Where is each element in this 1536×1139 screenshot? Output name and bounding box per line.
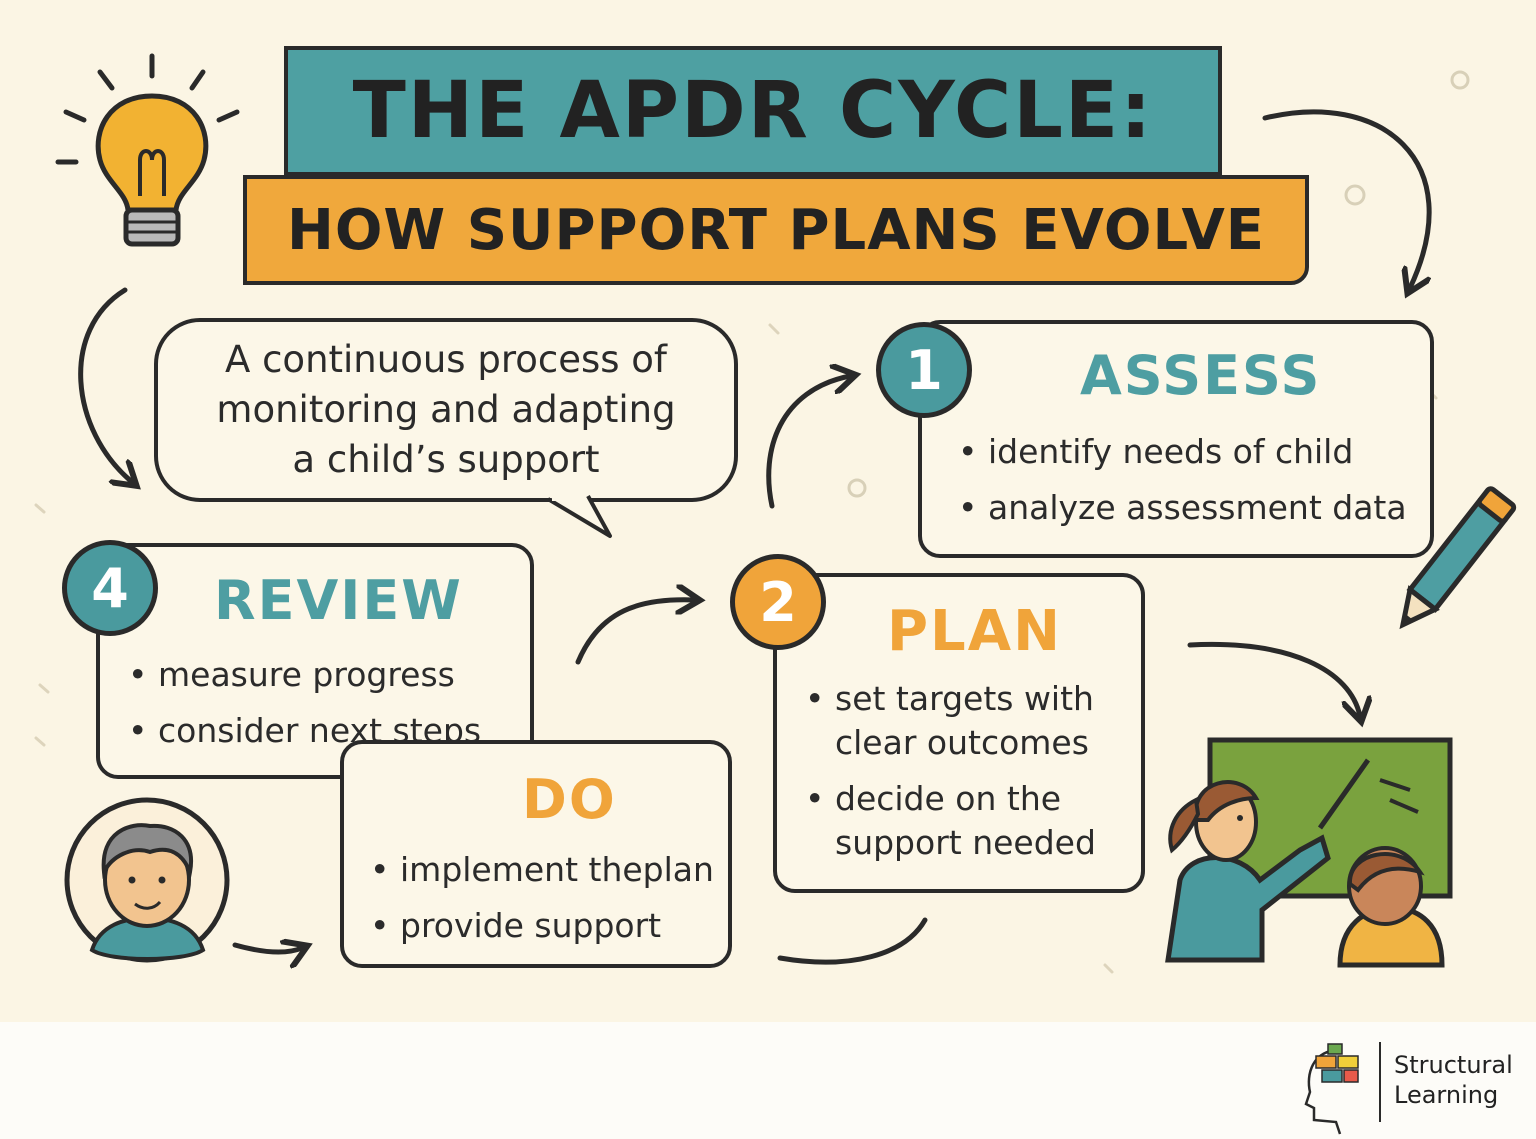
plan-heading: PLAN: [887, 599, 1062, 664]
step-number-1: 1: [876, 322, 972, 418]
plan-bullets: set targets with clear outcomes decide o…: [805, 677, 1125, 865]
brand-name: Structural Learning: [1394, 1050, 1513, 1110]
step-number-2: 2: [730, 554, 826, 650]
pencil-icon: [1399, 486, 1517, 630]
teacher-icon: [1165, 737, 1453, 968]
arrow-title-to-assess: [1262, 109, 1432, 288]
arrow-review-to-plan: [575, 600, 694, 665]
assess-card: ASSESS identify needs of child analyze a…: [918, 320, 1434, 558]
do-bullets: implement theplan provide support: [370, 842, 730, 954]
brand-line: Learning: [1394, 1081, 1499, 1109]
subtitle: HOW SUPPORT PLANS EVOLVE: [286, 197, 1266, 263]
footer: [0, 1022, 1536, 1139]
do-bullet: implement theplan: [370, 842, 730, 898]
intro-bubble: A continuous process of monitoring and a…: [154, 318, 738, 502]
assess-bullet: identify needs of child: [958, 424, 1428, 480]
review-card: REVIEW measure progress consider next st…: [96, 543, 534, 779]
review-heading: REVIEW: [214, 569, 463, 632]
arrow-bottom-curve: [777, 917, 928, 965]
title: THE APDR CYCLE:: [352, 66, 1154, 156]
student-icon: [64, 797, 230, 963]
step-number-4: 4: [62, 540, 158, 636]
plan-card: PLAN set targets with clear outcomes dec…: [773, 573, 1145, 893]
do-bullet: provide support: [370, 898, 730, 954]
arrow-left-down: [78, 287, 132, 482]
assess-heading: ASSESS: [1080, 344, 1322, 407]
plan-bullet: set targets with clear outcomes: [805, 677, 1125, 765]
do-heading: DO: [522, 768, 617, 831]
arrow-to-assess: [766, 376, 850, 509]
brand-line: Structural: [1394, 1051, 1513, 1079]
title-banner: THE APDR CYCLE:: [284, 46, 1222, 176]
subtitle-banner: HOW SUPPORT PLANS EVOLVE: [243, 175, 1309, 285]
intro-line: a child’s support: [292, 438, 600, 481]
arrow-student-to-do: [232, 945, 302, 952]
intro-line: A continuous process of: [225, 338, 667, 381]
do-card: DO implement theplan provide support: [340, 740, 732, 968]
intro-line: monitoring and adapting: [216, 388, 676, 431]
review-bullet: measure progress: [128, 647, 528, 703]
brand-logo-icon: [1304, 1042, 1381, 1135]
assess-bullet: analyze assessment data: [958, 480, 1428, 536]
arrow-to-board: [1187, 641, 1360, 716]
plan-bullet: decide on the support needed: [805, 777, 1125, 865]
assess-bullets: identify needs of child analyze assessme…: [958, 424, 1428, 536]
lightbulb-icon: [55, 53, 240, 247]
